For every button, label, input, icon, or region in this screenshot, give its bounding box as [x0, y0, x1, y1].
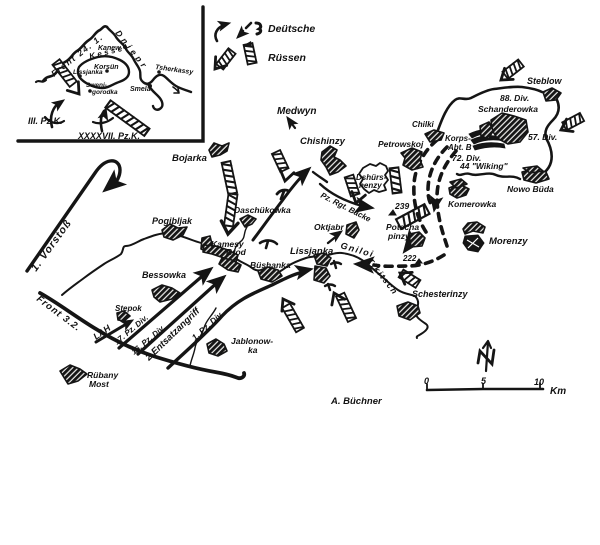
svg-text:Deütsche: Deütsche — [268, 23, 315, 35]
svg-text:Korps-: Korps- — [445, 134, 471, 143]
svg-text:Kanew: Kanew — [98, 45, 121, 52]
svg-text:Schesterinzy: Schesterinzy — [412, 289, 469, 299]
svg-text:Rüssen: Rüssen — [268, 52, 306, 64]
svg-text:Bojarka: Bojarka — [172, 153, 207, 164]
svg-text:Chilki: Chilki — [412, 120, 435, 129]
svg-text:gorodka: gorodka — [91, 89, 118, 96]
svg-text:Bessowka: Bessowka — [142, 270, 186, 280]
svg-text:Smela: Smela — [130, 86, 151, 93]
svg-text:Morenzy: Morenzy — [489, 236, 528, 247]
svg-text:72. Div.: 72. Div. — [452, 153, 481, 163]
svg-text:pinzy: pinzy — [387, 231, 411, 241]
svg-text:Kamesy: Kamesy — [211, 239, 245, 249]
svg-text:222: 222 — [402, 254, 417, 263]
svg-text:239: 239 — [394, 201, 409, 211]
svg-text:Abt. B: Abt. B — [447, 143, 472, 152]
svg-text:Chishinzy: Chishinzy — [300, 136, 346, 147]
svg-text:XXXXVII. Pz.K.: XXXXVII. Pz.K. — [77, 131, 140, 141]
svg-text:Nowo Büda: Nowo Büda — [507, 184, 554, 194]
svg-text:Potscha: Potscha — [386, 222, 419, 232]
svg-text:henzy: henzy — [359, 181, 382, 190]
svg-text:Brod: Brod — [226, 247, 247, 257]
svg-text:Komerowka: Komerowka — [448, 199, 496, 209]
svg-text:Oktjabr: Oktjabr — [314, 222, 344, 232]
svg-text:Medwyn: Medwyn — [277, 106, 316, 117]
svg-text:57. Div.: 57. Div. — [528, 132, 557, 142]
svg-text:Sweni-: Sweni- — [86, 82, 107, 89]
svg-text:Jablonow-: Jablonow- — [231, 336, 273, 346]
svg-text:A. Büchner: A. Büchner — [330, 396, 383, 407]
svg-text:Petrowskoj: Petrowskoj — [378, 139, 424, 149]
svg-text:Dshürs-: Dshürs- — [356, 173, 387, 182]
svg-text:Daschükowka: Daschükowka — [234, 205, 291, 215]
svg-text:Korsün: Korsün — [94, 64, 119, 71]
svg-text:ka: ka — [248, 345, 258, 355]
svg-text:Schanderowka: Schanderowka — [478, 104, 538, 114]
svg-text:Lissjanka: Lissjanka — [290, 246, 333, 257]
svg-text:10: 10 — [534, 377, 544, 387]
svg-text:Rübany: Rübany — [87, 370, 119, 380]
svg-text:Km: Km — [550, 386, 566, 397]
svg-text:Steblow: Steblow — [527, 76, 563, 86]
svg-text:Büshanka: Büshanka — [250, 260, 291, 270]
svg-text:III. Pz.K.: III. Pz.K. — [28, 116, 63, 126]
svg-text:88. Div.: 88. Div. — [500, 93, 529, 103]
svg-text:Lissjanka: Lissjanka — [73, 69, 103, 76]
svg-text:44 "Wiking": 44 "Wiking" — [459, 161, 509, 171]
svg-text:0: 0 — [424, 376, 429, 386]
svg-text:Pogibljak: Pogibljak — [152, 216, 193, 226]
svg-text:Most: Most — [89, 379, 110, 389]
svg-text:5: 5 — [481, 376, 487, 386]
svg-text:Stepok: Stepok — [115, 304, 142, 313]
